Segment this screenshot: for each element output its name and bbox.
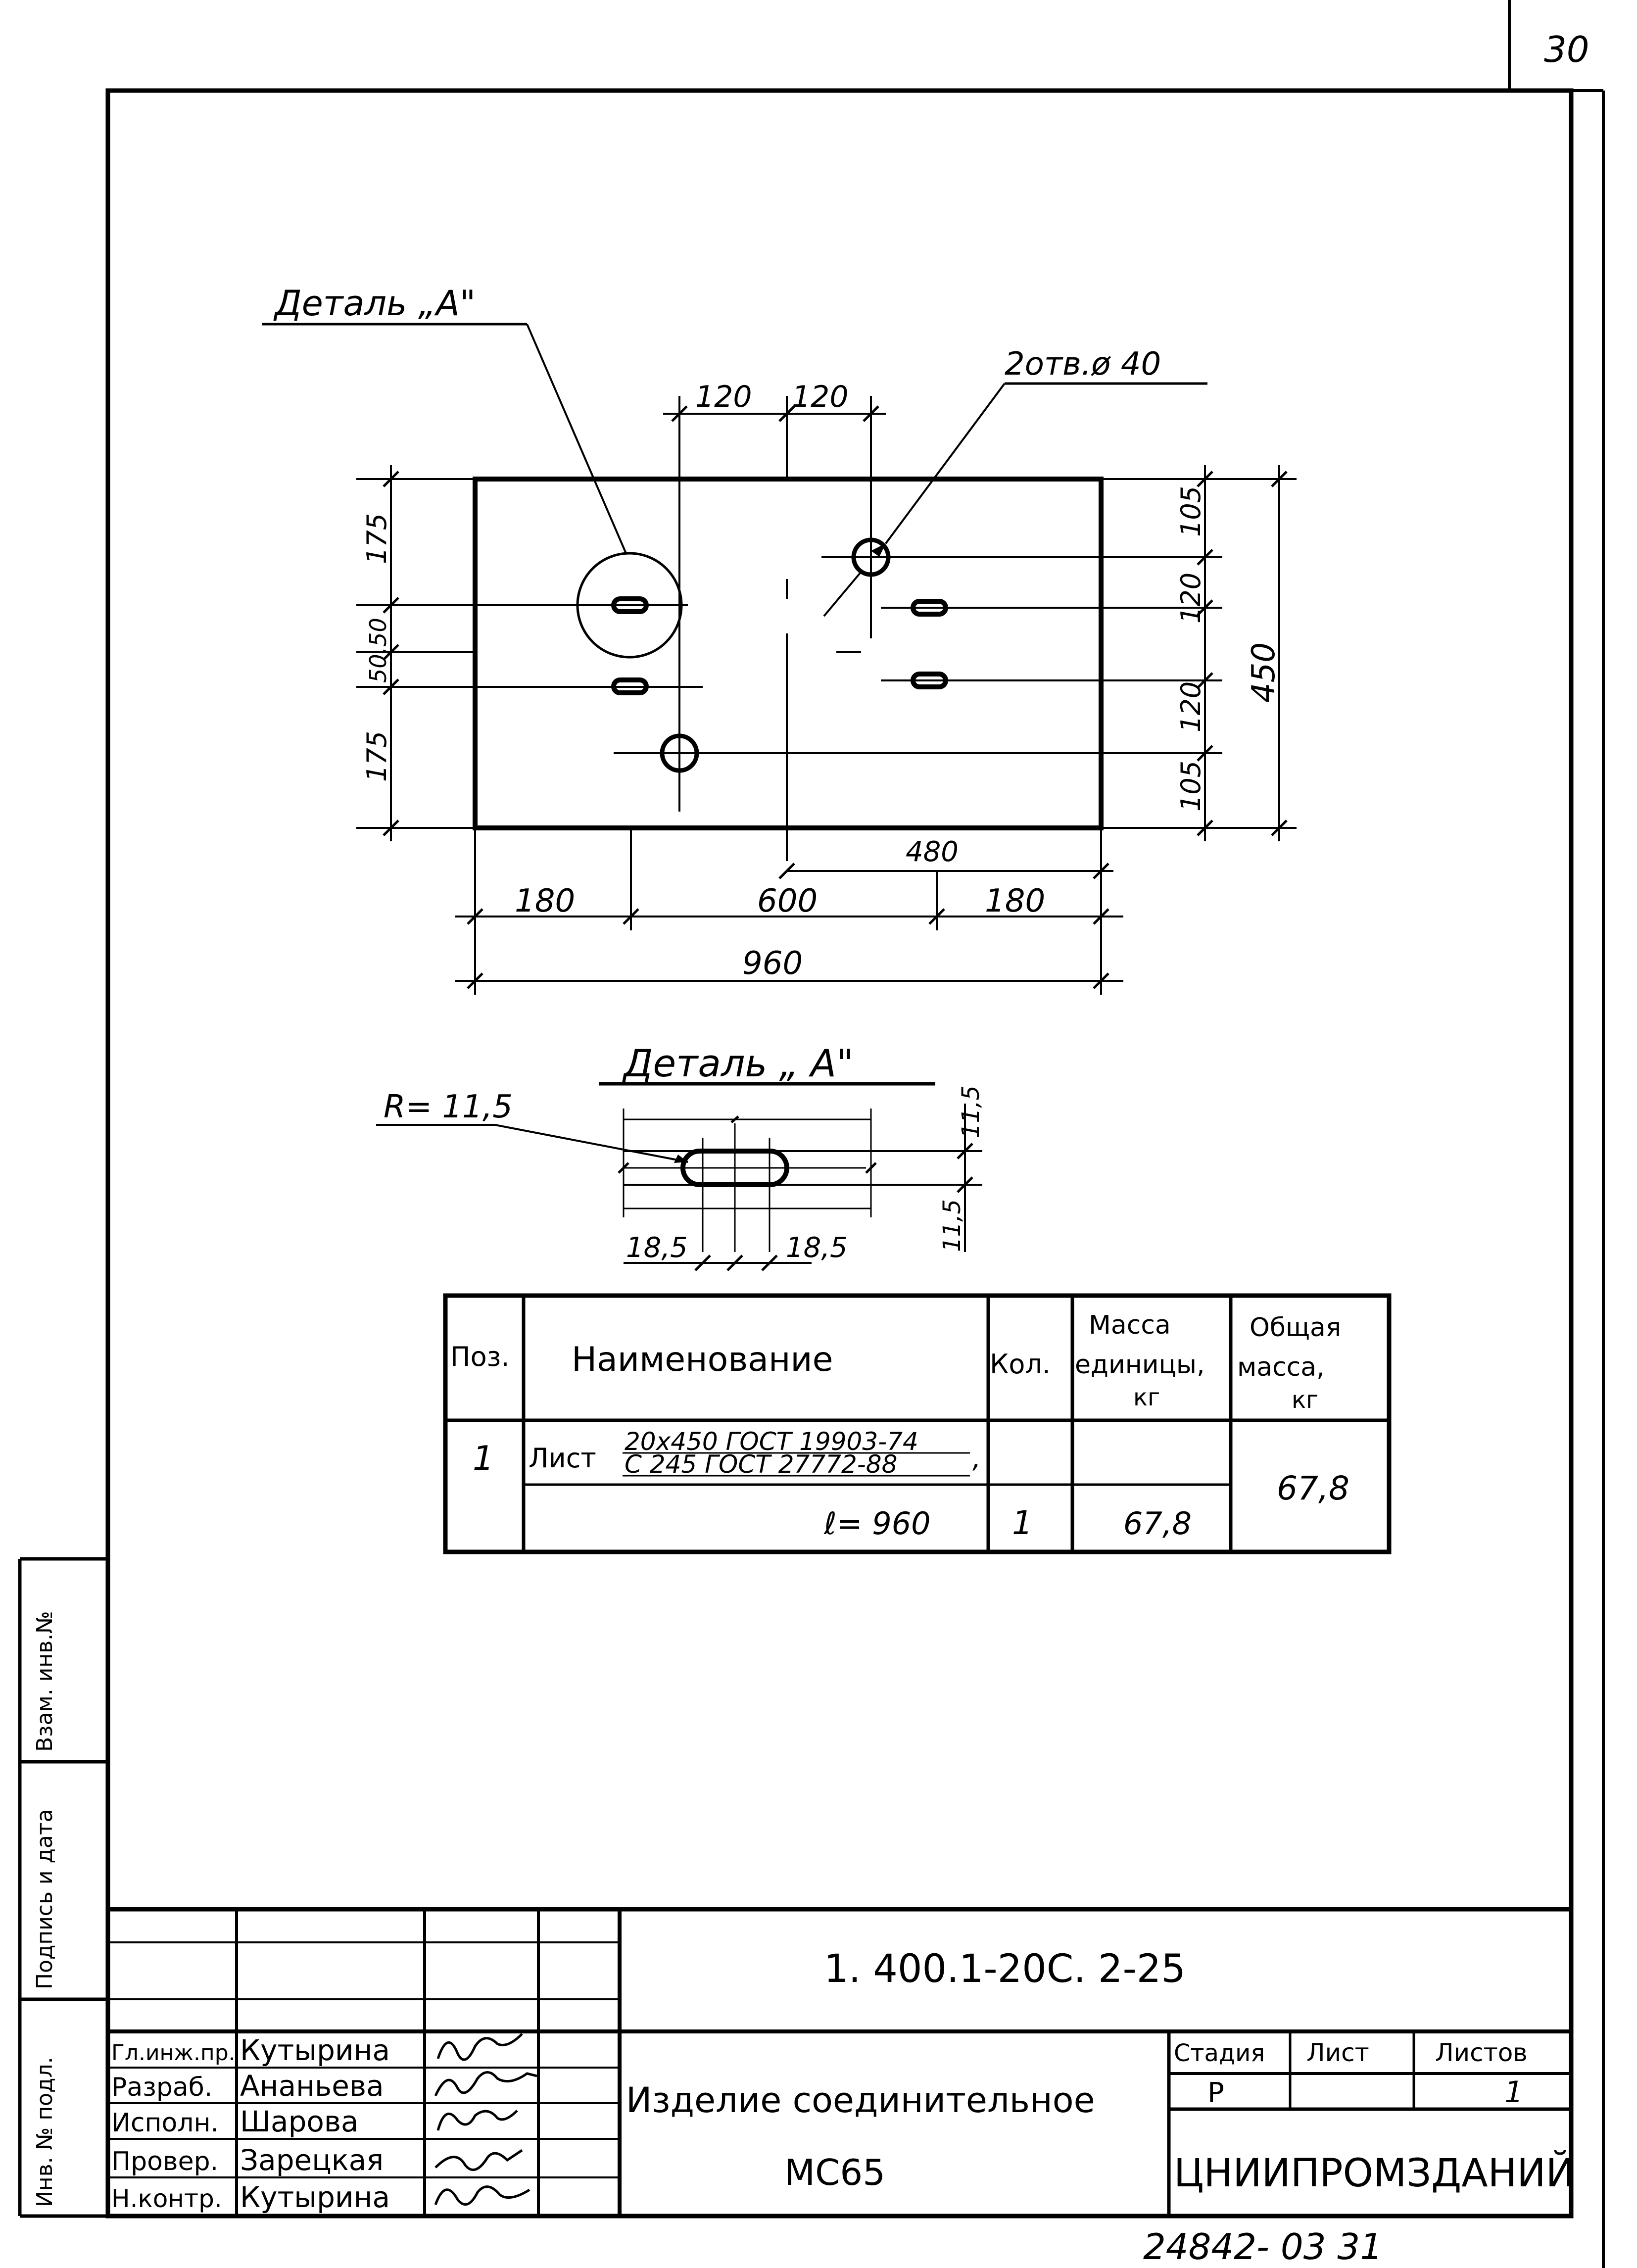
spec-header-unit-mass-2: единицы, <box>1075 1350 1205 1380</box>
spec-header-pos: Поз. <box>450 1341 510 1372</box>
dim-600: 600 <box>757 883 818 919</box>
spec-header-name: Наименование <box>572 1340 833 1379</box>
dim-left-175-top: 175 <box>361 513 392 564</box>
dim-right-105-top: 105 <box>1175 486 1206 537</box>
dim-top-120-a: 120 <box>695 380 752 414</box>
plate-drawing <box>262 323 1297 995</box>
spec-row-total-mass: 67,8 <box>1277 1469 1349 1507</box>
spec-row-name-line2: С 245 ГОСТ 27772-88 <box>625 1450 897 1479</box>
spec-header-total-mass-1: Общая <box>1250 1313 1341 1343</box>
dim-top-120-b: 120 <box>792 380 849 414</box>
detail-dim-11-5-bottom: 11,5 <box>938 1199 966 1252</box>
spec-row-pos: 1 <box>473 1439 494 1478</box>
hole-upper-right <box>851 537 891 577</box>
spec-row-name-prefix: Лист <box>529 1443 596 1474</box>
bottom-stamp: 24842- 03 31 <box>1143 2226 1383 2268</box>
dim-180-right: 180 <box>985 883 1045 919</box>
name-developer: Ананьева <box>240 2069 384 2103</box>
dim-180-left: 180 <box>515 883 575 919</box>
dim-960: 960 <box>742 945 803 982</box>
dim-480: 480 <box>906 836 959 868</box>
spec-row-name-comma: , <box>972 1443 981 1474</box>
sheet-frame <box>105 0 1605 2268</box>
dim-left-50-50: 50,50 <box>365 618 391 683</box>
spec-header-total-mass-3: кг <box>1292 1386 1318 1414</box>
detail-dim-11-5-top: 11,5 <box>957 1085 985 1138</box>
detail-radius-label: R= 11,5 <box>384 1089 513 1125</box>
role-chief-engineer: Гл.инж.пр. <box>111 2040 236 2066</box>
doc-code: 1. 400.1-20С. 2-25 <box>824 1947 1186 1991</box>
spec-row-qty: 1 <box>1012 1504 1033 1542</box>
side-stamp-inv-podl: Инв. № подл. <box>32 2057 57 2207</box>
spec-row-name-line1: 20х450 ГОСТ 19903-74 <box>625 1427 918 1456</box>
detail-a-title: Деталь „ А" <box>622 1041 854 1085</box>
dim-right-105-bottom: 105 <box>1175 761 1206 812</box>
dim-right-120-a: 120 <box>1175 573 1206 624</box>
dim-left-175-bottom: 175 <box>361 731 392 782</box>
name-norm-control: Кутырина <box>240 2180 390 2214</box>
spec-header-total-mass-2: масса, <box>1237 1352 1325 1382</box>
stage-value: Р <box>1207 2077 1224 2109</box>
stage-label: Стадия <box>1174 2039 1265 2067</box>
arrow-radius <box>674 1155 688 1163</box>
sheets-value: 1 <box>1504 2075 1523 2110</box>
detail-reference-label: Деталь „А" <box>273 283 476 324</box>
slot-right-upper <box>911 599 948 617</box>
detail-dim-18-5-left: 18,5 <box>626 1232 688 1264</box>
role-norm-control: Н.контр. <box>111 2184 222 2213</box>
organization-name: ЦНИИПРОМЗДАНИЙ <box>1174 2150 1575 2196</box>
detail-a-drawing <box>376 1082 982 1271</box>
spec-header-unit-mass-1: Масса <box>1089 1310 1171 1340</box>
title-block <box>108 1907 1571 2216</box>
detail-dim-18-5-right: 18,5 <box>786 1232 848 1264</box>
role-developer: Разраб. <box>111 2073 212 2102</box>
spec-header-unit-mass-3: кг <box>1133 1384 1160 1411</box>
side-stamp-podpis-data: Подпись и дата <box>32 1809 57 1989</box>
product-name-line1: Изделие соединительное <box>626 2080 1095 2121</box>
hole-lower-left <box>660 733 699 773</box>
product-name-line2: МС65 <box>784 2152 885 2193</box>
role-checker: Провер. <box>111 2147 218 2176</box>
plate-outline <box>473 477 1104 830</box>
name-chief-engineer: Кутырина <box>240 2033 390 2067</box>
detail-a-marker-circle <box>576 552 683 659</box>
page-corner-number: 30 <box>1544 29 1589 70</box>
name-executor: Шарова <box>240 2105 359 2138</box>
slot-left-lower <box>611 677 649 695</box>
slot-right-lower <box>911 672 948 689</box>
dim-right-450: 450 <box>1246 642 1282 703</box>
sheet-label: Лист <box>1306 2038 1369 2067</box>
sheets-label: Листов <box>1435 2038 1528 2067</box>
slot-left-upper <box>611 596 649 614</box>
holes-callout-label: 2отв.ø 40 <box>1005 346 1161 383</box>
spec-header-qty: Кол. <box>990 1349 1051 1380</box>
side-stamp-vzam-inv: Взам. инв.№ <box>32 1611 57 1752</box>
signatures <box>434 2033 537 2206</box>
spec-row-unit-mass: 67,8 <box>1123 1505 1192 1542</box>
arrow-holes-callout <box>871 543 886 557</box>
dim-right-120-b: 120 <box>1175 681 1206 732</box>
side-stamp <box>18 1557 108 2218</box>
spec-table <box>443 1293 1392 1554</box>
role-executor: Исполн. <box>111 2108 219 2138</box>
spec-row-length: ℓ= 960 <box>823 1505 931 1542</box>
name-checker: Зарецкая <box>240 2143 384 2177</box>
